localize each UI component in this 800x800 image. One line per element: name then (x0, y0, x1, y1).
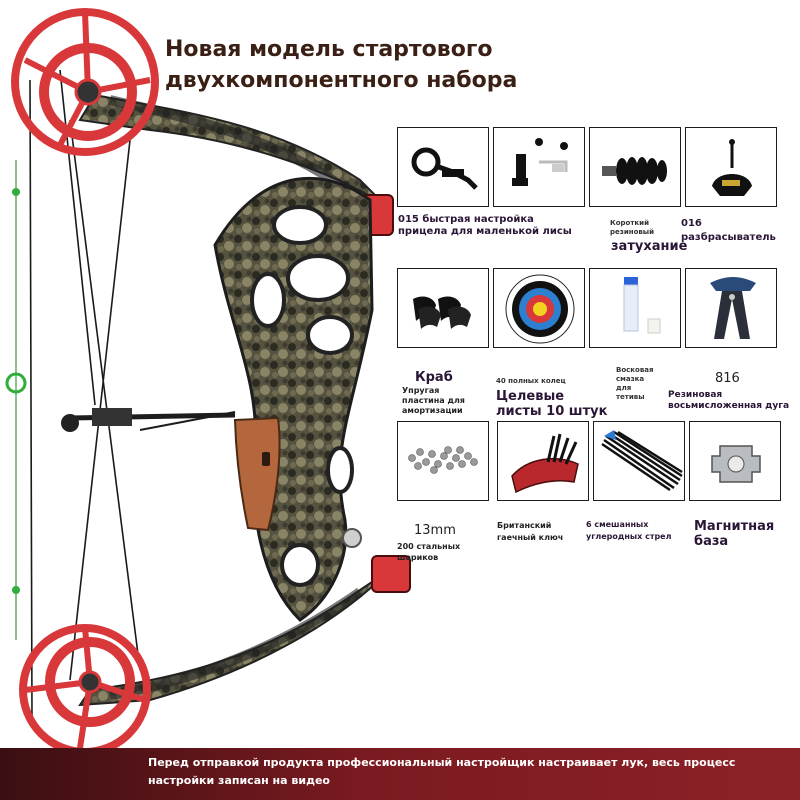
caption-arrows: 6 смешанных углеродных стрел (586, 520, 672, 541)
target-face-icon (505, 274, 575, 344)
caption-release: 016 разбрасыватель (681, 218, 776, 243)
caption-wrench: Британский гаечный ключ (497, 521, 564, 542)
arrow-rest-icon (512, 138, 568, 186)
stabilizer-damper-icon (602, 157, 667, 185)
limb-dampener-icon (413, 296, 471, 329)
tile-release (685, 127, 777, 207)
caption-sight: 015 быстрая настройка прицела для малень… (398, 214, 572, 237)
tile-wrench (497, 421, 589, 501)
caption-balls-size: 13mm (414, 523, 456, 538)
peep-sight (5, 188, 27, 594)
caption-damper-small: Короткий резиновый (610, 219, 655, 236)
wooden-grip (233, 416, 281, 532)
bow-riser (213, 176, 374, 622)
headline-line-2: двухкомпонентного набора (165, 68, 518, 93)
tile-stand (685, 268, 777, 348)
tile-magnet (689, 421, 781, 501)
caption-dampener: Упругая пластина для амортизации (402, 386, 465, 415)
caption-magnet: Магнитная база (694, 519, 775, 549)
carbon-arrows-icon (601, 430, 683, 492)
footer-text: Перед отправкой продукта профессиональны… (148, 756, 736, 787)
tile-damper (589, 127, 681, 207)
headline-line-1: Новая модель стартового (165, 37, 493, 62)
release-aid-icon (712, 139, 752, 196)
caption-stand: Резиновая восьмисложенная дуга (668, 390, 790, 411)
bottom-cam (19, 624, 151, 756)
tile-wax (589, 268, 681, 348)
tile-arrow-rest (493, 127, 585, 207)
bow-stand-icon (710, 277, 756, 339)
tile-target (493, 268, 585, 348)
hex-wrench-icon (511, 433, 579, 494)
caption-balls: 200 стальных шариков (397, 542, 461, 562)
headline: Новая модель стартового двухкомпонентног… (165, 34, 565, 96)
caption-target-large: Целевые листы 10 штук (496, 389, 608, 419)
caption-wax: Восковая смазка для тетивы (616, 366, 654, 401)
tile-sight (397, 127, 489, 207)
footer-banner: Перед отправкой продукта профессиональны… (0, 748, 800, 800)
tile-balls (397, 421, 489, 501)
magnetic-base-icon (711, 445, 761, 483)
caption-target-small: 40 полных колец (496, 377, 566, 385)
caption-crab: Краб (415, 370, 453, 385)
tile-arrows (593, 421, 685, 501)
bow-string (15, 69, 141, 721)
arrow-rest (61, 408, 236, 432)
tile-dampener (397, 268, 489, 348)
sight-icon (411, 147, 478, 190)
caption-stand-number: 816 (715, 371, 740, 386)
steel-balls-icon (408, 446, 478, 474)
top-cam (11, 8, 159, 156)
bowstring-wax-icon (623, 277, 661, 334)
caption-damper-large: затухание (611, 239, 688, 254)
